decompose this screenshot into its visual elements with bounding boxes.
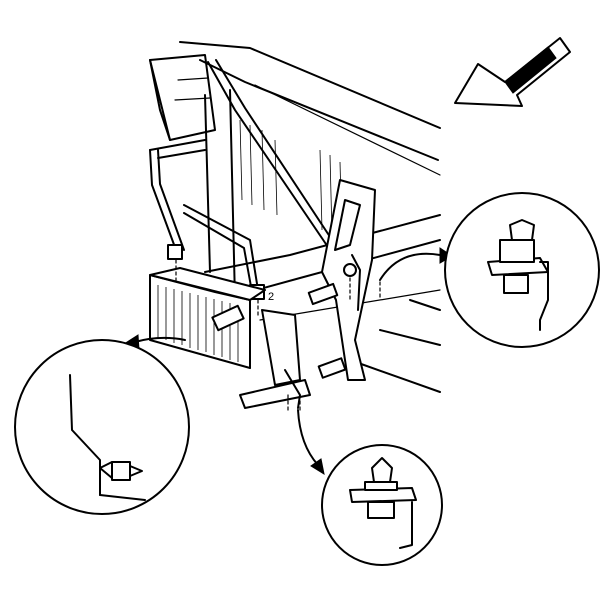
clip-nut-icon [99,461,143,481]
radiator-support-structure [149,41,441,393]
detail-bottom [321,444,443,566]
direction-arrow-icon [454,37,571,107]
bolt-icon [211,263,357,379]
cooler-lines: 2 [149,59,341,303]
detail-right [444,192,600,348]
fitting-marker-label: 2 [268,291,274,303]
oil-cooler [149,267,266,369]
mounting-bracket [321,179,376,381]
lower-bracket [239,309,311,409]
clip-nut-icon [487,219,549,331]
clip-nut-icon [349,457,417,549]
detail-left [14,339,190,515]
